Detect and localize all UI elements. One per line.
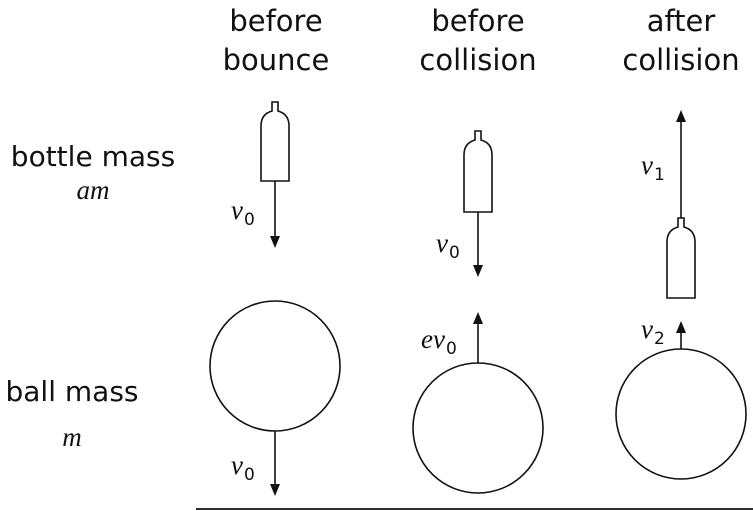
velocity-label-ball-before-collision: ev0 bbox=[421, 324, 457, 359]
bottle-velocity-arrow-up bbox=[676, 110, 686, 218]
column-header-line1: before bbox=[229, 4, 322, 38]
column-header-line1: after bbox=[647, 4, 716, 38]
velocity-subscript: 0 bbox=[449, 243, 460, 263]
ball-mass-label: ball mass bbox=[6, 375, 139, 408]
ball-circle bbox=[615, 348, 747, 480]
ball-circle bbox=[412, 362, 544, 494]
column-header-before-collision: before collision bbox=[419, 4, 536, 77]
velocity-label-ball-after-collision: v2 bbox=[641, 314, 665, 349]
velocity-symbol: v bbox=[231, 195, 243, 225]
velocity-symbol: v bbox=[641, 314, 653, 344]
velocity-subscript: 0 bbox=[244, 210, 255, 230]
velocity-symbol: ev bbox=[421, 324, 445, 354]
velocity-subscript: 1 bbox=[654, 165, 665, 185]
column-header-line2: collision bbox=[622, 43, 739, 77]
velocity-label-bottle-after-collision: v1 bbox=[641, 150, 665, 185]
velocity-symbol: v bbox=[231, 450, 243, 480]
ball-velocity-arrow-up bbox=[676, 321, 686, 349]
bottle-icon bbox=[463, 130, 493, 213]
bottle-velocity-arrow-down bbox=[270, 181, 280, 248]
velocity-label-ball-before-bounce: v0 bbox=[231, 450, 255, 485]
column-header-line2: collision bbox=[419, 43, 536, 77]
velocity-subscript: 2 bbox=[654, 329, 665, 349]
bottle-mass-symbol: am bbox=[77, 175, 110, 205]
bottle-mass-label: bottle mass bbox=[11, 140, 175, 173]
ball-velocity-arrow-up bbox=[473, 312, 483, 363]
velocity-subscript: 0 bbox=[446, 339, 457, 359]
ball-velocity-arrow-down bbox=[270, 431, 280, 496]
velocity-symbol: v bbox=[641, 150, 653, 180]
ball-mass-symbol: m bbox=[62, 422, 82, 452]
velocity-label-bottle-before-collision: v0 bbox=[436, 228, 460, 263]
row-label-bottle: bottle mass am bbox=[11, 140, 175, 205]
column-header-line2: bounce bbox=[223, 43, 330, 77]
velocity-symbol: v bbox=[436, 228, 448, 258]
bottle-icon bbox=[666, 217, 696, 299]
bottle-velocity-arrow-down bbox=[473, 212, 483, 277]
row-label-ball: ball mass m bbox=[6, 375, 139, 452]
velocity-label-bottle-before-bounce: v0 bbox=[231, 195, 255, 230]
velocity-subscript: 0 bbox=[244, 465, 255, 485]
bottle-icon bbox=[260, 101, 290, 182]
column-header-after-collision: after collision bbox=[622, 4, 739, 77]
column-header-before-bounce: before bounce bbox=[223, 4, 330, 77]
ball-circle bbox=[209, 300, 341, 432]
column-header-line1: before bbox=[431, 4, 524, 38]
